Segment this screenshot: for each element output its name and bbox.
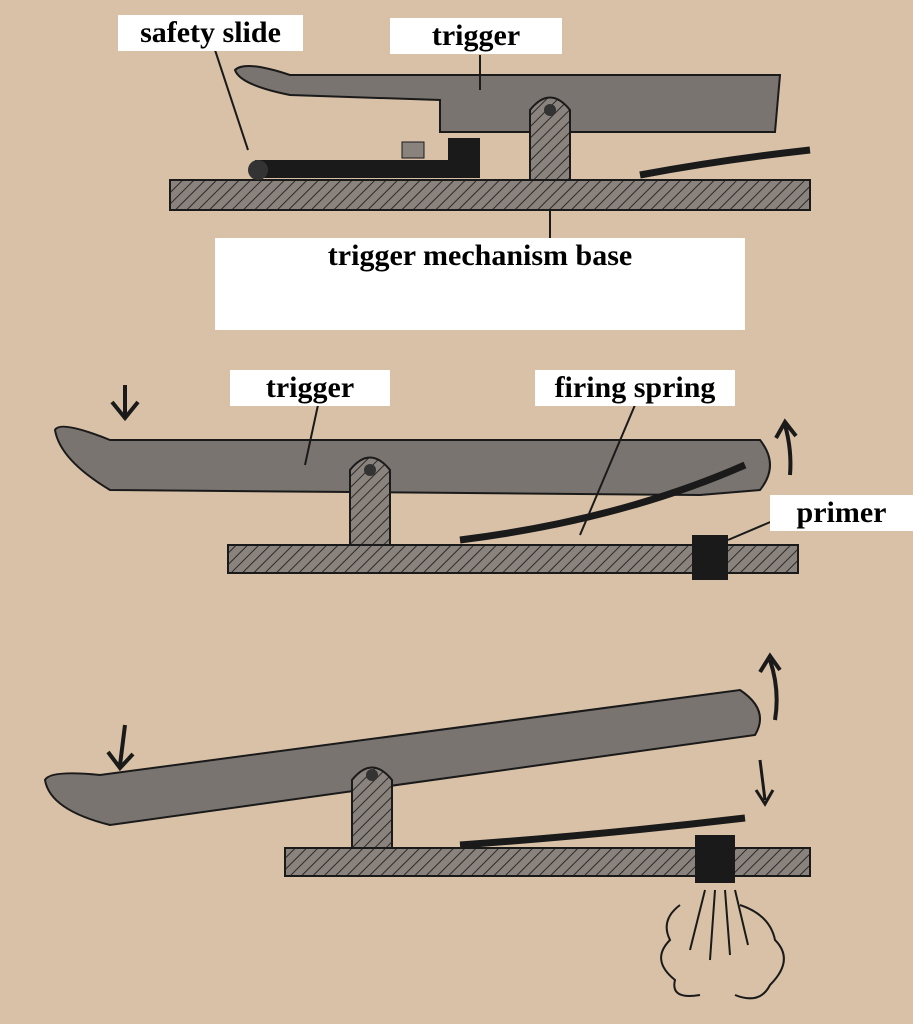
panel-cocked <box>53 385 799 580</box>
label-trigger-middle: trigger <box>230 370 390 406</box>
pivot-post <box>529 96 571 181</box>
trigger-lever <box>43 688 761 827</box>
firing-spring <box>459 461 747 544</box>
ignition-flash <box>660 889 785 1000</box>
arrow-down-icon <box>754 759 775 807</box>
primer <box>692 535 728 580</box>
panel-safety-position <box>169 49 811 240</box>
pivot-post <box>351 766 393 849</box>
panel-fired <box>43 652 811 1000</box>
arrow-up-icon <box>758 652 782 721</box>
arrow-up-icon <box>774 418 798 476</box>
arrow-down-icon <box>110 385 140 422</box>
label-trigger-mechanism-base: trigger mechanism base <box>215 238 745 330</box>
arrow-down-icon <box>106 724 135 772</box>
mechanism-base <box>169 179 811 211</box>
primer <box>695 835 735 883</box>
trigger-lever <box>233 65 782 133</box>
firing-spring <box>459 814 746 849</box>
safety-slide <box>255 160 480 178</box>
label-trigger-top: trigger <box>390 18 562 54</box>
label-firing-spring: firing spring <box>535 370 735 406</box>
label-safety-slide: safety slide <box>118 15 303 51</box>
pivot-post <box>349 456 391 546</box>
label-primer: primer <box>770 495 913 531</box>
trigger-lever <box>53 425 771 497</box>
